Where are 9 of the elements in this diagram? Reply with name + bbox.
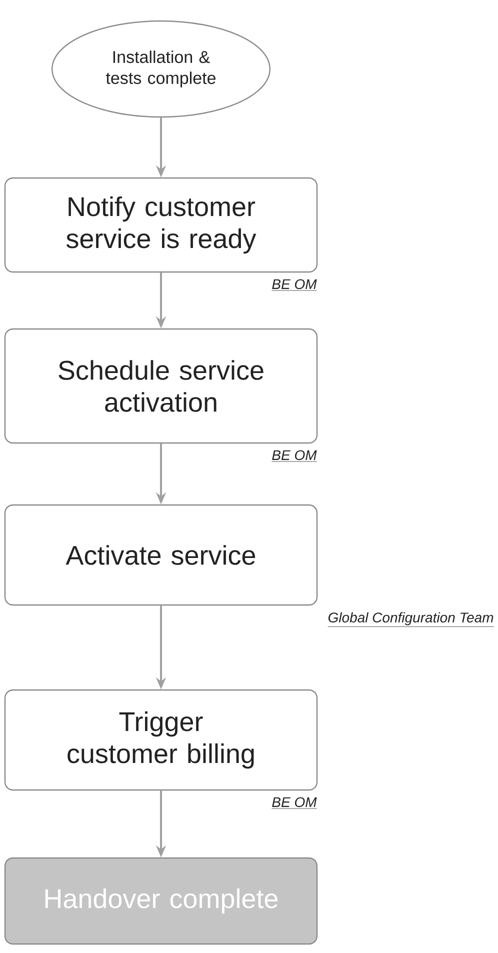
process-box: Activate service	[4, 504, 318, 606]
role-label: Global Configuration Team	[328, 612, 494, 627]
role-label: BE OM	[271, 797, 317, 809]
process-box: Schedule service activation	[4, 328, 318, 444]
process-box: Notify customer service is ready	[4, 177, 318, 273]
role-label: BE OM	[271, 450, 317, 462]
role-label: BE OM	[271, 279, 317, 291]
end-box: Handover complete	[4, 857, 318, 945]
process-box: Trigger customer billing	[4, 689, 318, 791]
